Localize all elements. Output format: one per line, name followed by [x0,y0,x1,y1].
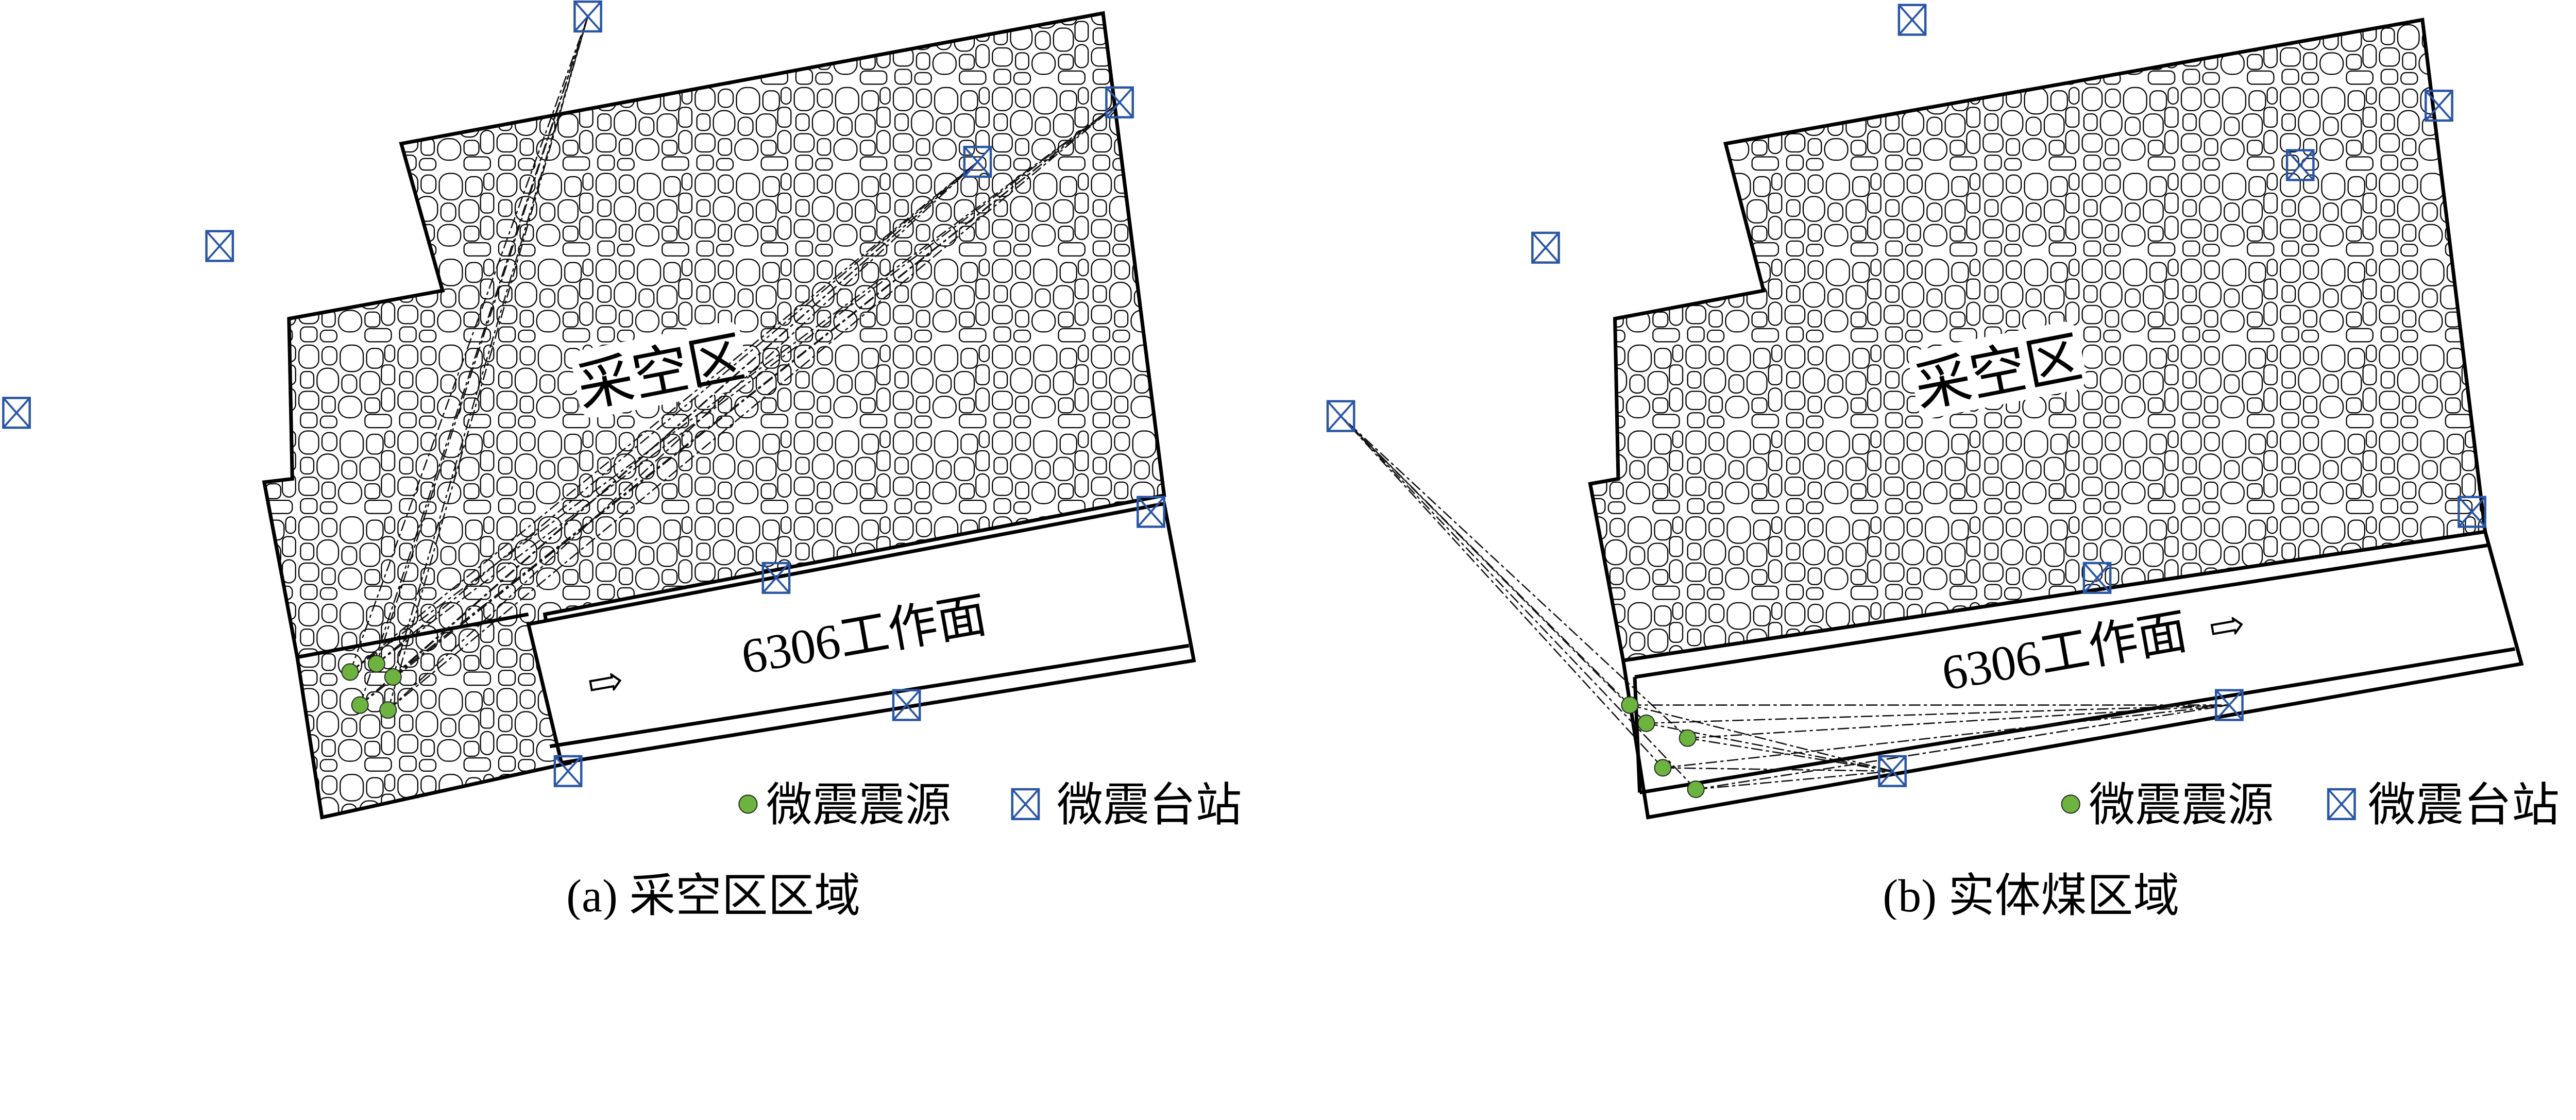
microseismic-station-icon [573,0,602,33]
ray-path [1646,704,2229,724]
ray-path [359,16,589,705]
legend-station-label: 微震台站 [2368,780,2560,831]
microseismic-source-icon [341,663,359,681]
microseismic-station-icon [1137,496,1165,528]
ray-path [1663,704,2230,769]
caption-a: (a) 采空区区域 [566,871,860,920]
roadway-line [1633,676,1642,793]
ray-path [349,16,589,672]
microseismic-source-icon [367,655,385,673]
roadway-line [549,643,1190,749]
microseismic-station-icon [1105,86,1134,118]
microseismic-station-icon [2,397,31,429]
ray-path [349,161,978,673]
caption-b: (b) 实体煤区域 [1883,871,2179,920]
microseismic-source-icon [738,794,758,814]
roadway-line [1634,543,2490,679]
microseismic-station-icon [892,689,921,721]
microseismic-source-icon [1679,729,1697,747]
stations [2,0,1165,787]
microseismic-source-icon [1687,780,1705,799]
mining-direction-arrow-icon: ⇨ [2205,601,2249,654]
workface-area [526,501,1196,765]
ray-path [1696,704,2230,790]
microseismic-station-icon [963,146,992,178]
microseismic-station-icon [1326,400,1355,432]
figure: 采空区 6306工作面 ⇨ 微震震源 微震台站 (a) 采空区区域 采空区 63… [2,0,2560,920]
roadway-line [1639,647,2515,794]
panel-a: 采空区 6306工作面 ⇨ 微震震源 微震台站 (a) 采空区区域 [2,0,1242,920]
legend-source-label: 微震震源 [766,780,951,831]
ray-path [392,16,589,677]
legend-station-label: 微震台站 [1057,780,1242,831]
ray-path [1340,415,1631,706]
microseismic-source-icon [1637,714,1655,732]
ray-path [1340,415,1664,769]
ray-path [387,101,1120,711]
ray-path [1630,704,1893,772]
microseismic-station-icon [1531,231,1560,264]
panel-b: 采空区 6306工作面 ⇨ 微震震源 微震台站 (b) 实体煤区域 [1326,4,2560,920]
microseismic-station-icon [2215,689,2244,721]
microseismic-station-icon [2082,562,2112,594]
microseismic-source-icon [1621,696,1639,714]
stations [1326,4,2486,787]
microseismic-station-icon [553,755,583,787]
sources [1621,696,1705,799]
ray-path [387,161,978,711]
microseismic-source-icon [1654,759,1672,777]
ray-path [1696,770,1893,790]
microseismic-station-icon [205,230,234,262]
microseismic-station-icon [1011,788,1040,820]
ray-path [359,101,1120,706]
microseismic-station-icon [1897,4,1927,36]
microseismic-station-icon [2458,496,2486,528]
ray-path [359,161,978,706]
microseismic-station-icon [1878,755,1907,787]
ray-path [387,16,589,710]
microseismic-source-icon [351,696,369,714]
ray-path [393,101,1120,678]
microseismic-station-icon [2425,90,2453,122]
ray-path [1340,415,1688,739]
ray-path [1646,722,1893,772]
microseismic-station-icon [2327,788,2356,820]
ray-paths [1340,415,2230,790]
ray-path [376,101,1120,665]
ray-path [376,161,978,665]
microseismic-station-icon [2285,149,2315,181]
microseismic-station-icon [761,562,791,594]
ray-path [1663,767,1893,772]
microseismic-source-icon [384,668,402,686]
mining-direction-arrow-icon: ⇨ [583,657,627,710]
legend-source-label: 微震震源 [2089,780,2274,831]
ray-path [1687,737,1893,772]
ray-path [1687,704,2229,739]
microseismic-source-icon [2061,794,2080,814]
ray-path [1340,415,1647,724]
ray-paths [349,16,1120,711]
sources [341,655,402,719]
microseismic-source-icon [379,701,397,719]
